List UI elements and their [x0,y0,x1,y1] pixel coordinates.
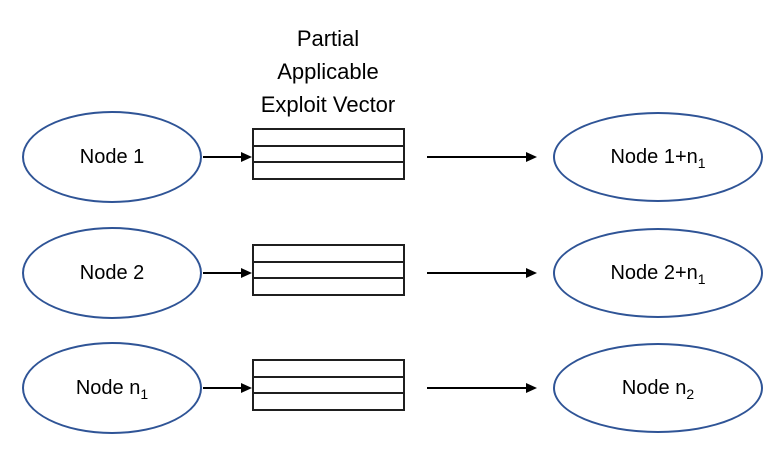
exploit-vector-cell [254,277,403,294]
node-label: Node 2 [79,261,145,284]
arrow-line [203,272,242,274]
diagram-row: Node 1 Node 1+n1 [0,111,779,203]
arrow-head-icon [241,383,252,393]
node-label: Node n1 [75,376,149,402]
exploit-vector-cell [254,361,403,376]
exploit-vector-cell [254,392,403,409]
node-label-subscript: 1 [697,270,706,287]
exploit-vector-cell [254,375,403,393]
arrow-head-icon [526,268,537,278]
arrow-line [427,156,527,158]
exploit-vector-cell [254,130,403,145]
arrow-connector [427,152,537,162]
exploit-vector-box [252,359,405,411]
arrow-head-icon [241,152,252,162]
exploit-vector-box [252,128,405,180]
node-ellipse-right: Node 2+n1 [553,228,763,318]
node-ellipse-right: Node 1+n1 [553,112,763,202]
arrow-head-icon [241,268,252,278]
node-ellipse-left: Node n1 [22,342,202,434]
diagram-row: Node n1 Node n2 [0,342,779,434]
exploit-vector-cell [254,144,403,162]
node-label-subscript: 1 [140,385,149,402]
arrow-connector [203,152,252,162]
arrow-line [203,387,242,389]
exploit-vector-box [252,244,405,296]
exploit-vector-cell [254,246,403,261]
exploit-vector-cell [254,161,403,178]
arrow-head-icon [526,152,537,162]
diagram-row: Node 2 Node 2+n1 [0,227,779,319]
node-label: Node 1+n1 [610,145,706,171]
node-label: Node n2 [621,376,695,402]
node-label-subscript: 1 [697,154,706,171]
arrow-line [203,156,242,158]
arrow-connector [203,268,252,278]
arrow-connector [427,383,537,393]
node-ellipse-right: Node n2 [553,343,763,433]
arrow-line [427,272,527,274]
exploit-vector-cell [254,260,403,278]
exploit-vector-title: Partial Applicable Exploit Vector [260,26,396,117]
node-label-subscript: 2 [686,385,695,402]
node-ellipse-left: Node 2 [22,227,202,319]
arrow-connector [427,268,537,278]
arrow-head-icon [526,383,537,393]
arrow-line [427,387,527,389]
node-label: Node 2+n1 [610,261,706,287]
node-label: Node 1 [79,145,145,168]
arrow-connector [203,383,252,393]
node-ellipse-left: Node 1 [22,111,202,203]
